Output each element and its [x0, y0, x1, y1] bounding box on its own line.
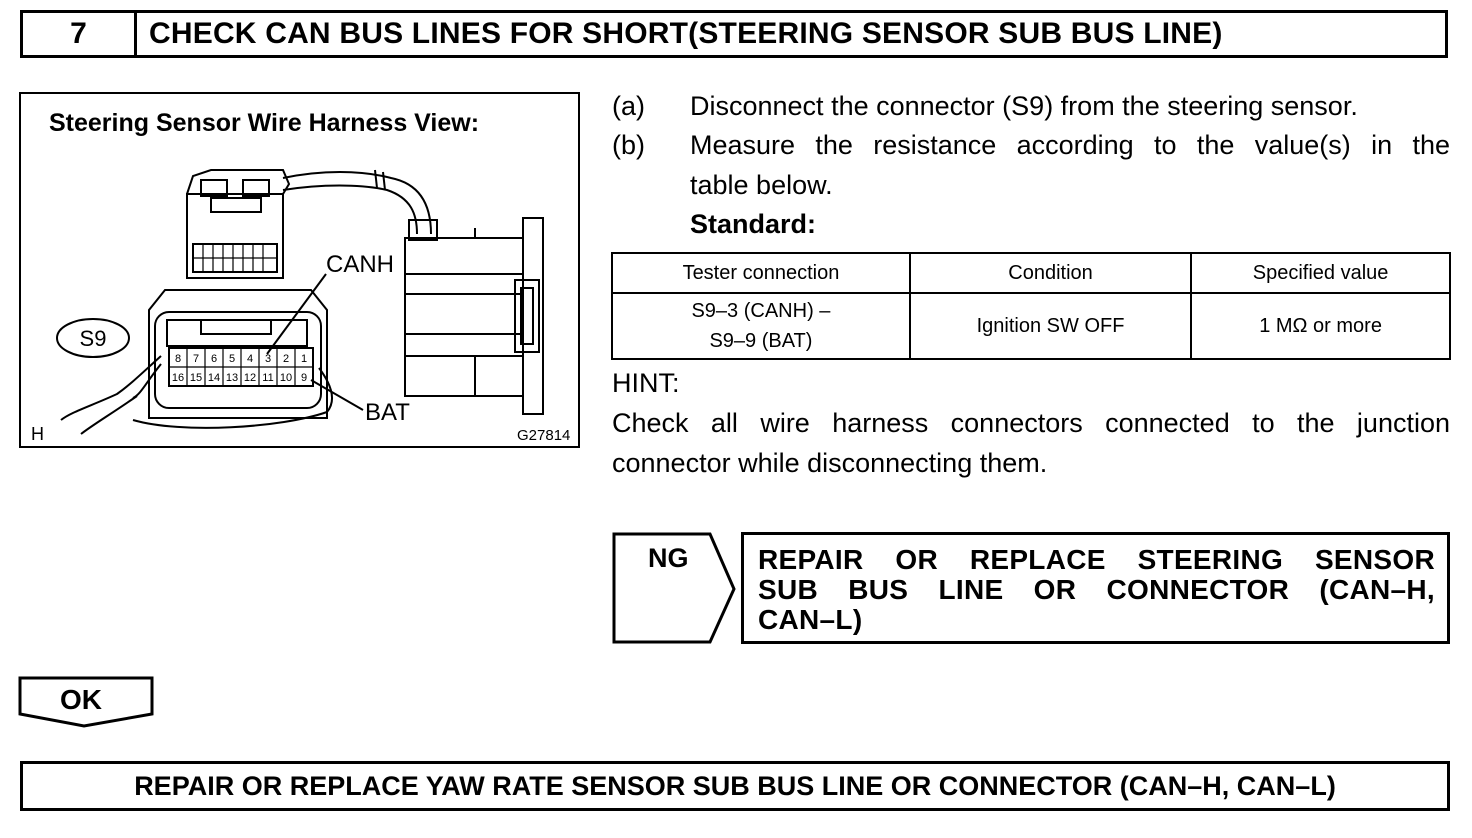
connector-diagram: 8 7 6 5 4 3 2 1 16 15 14 13 12 11 10 9 S…	[31, 169, 570, 444]
pin-bottom-5: 11	[262, 372, 273, 384]
pin-bottom-4: 12	[244, 372, 256, 384]
step-title: CHECK CAN BUS LINES FOR SHORT(STEERING S…	[149, 17, 1223, 50]
instruction-a-label: (a)	[612, 91, 645, 121]
pin-top-0: 8	[175, 353, 181, 365]
step-number: 7	[23, 13, 137, 55]
harness-connector-body	[186, 193, 284, 279]
pin-top-1: 7	[193, 353, 199, 365]
instruction-b-line1: Measure the resistance according to the …	[690, 130, 1450, 160]
instruction-b-line2: table below.	[690, 170, 833, 200]
pin-bottom-2: 14	[208, 372, 220, 384]
hint-line1: Check all wire harness connectors connec…	[612, 408, 1450, 438]
ng-action-box: REPAIR OR REPLACE STEERING SENSOR SUB BU…	[741, 532, 1450, 644]
step-header: 7 CHECK CAN BUS LINES FOR SHORT(STEERING…	[20, 10, 1448, 58]
pin-top-4: 4	[247, 353, 253, 365]
pin-bottom-0: 16	[172, 372, 184, 384]
pin-bottom-6: 10	[280, 372, 292, 384]
canh-leader	[266, 273, 327, 355]
pin-top-3: 5	[229, 353, 235, 365]
wire-harness-figure: 8 7 6 5 4 3 2 1 16 15 14 13 12 11 10 9 S…	[19, 92, 580, 448]
ng-line2: SUB BUS LINE OR CONNECTOR (CAN–H,	[758, 574, 1435, 605]
ok-arrow-shape	[18, 676, 154, 728]
spec-table: Tester connection Condition Specified va…	[611, 252, 1451, 360]
bat-label: BAT	[365, 399, 410, 426]
table-row: S9–3 (CANH) – S9–9 (BAT) Ignition SW OFF…	[611, 292, 1451, 360]
pin-bottom-3: 13	[226, 372, 238, 384]
corner-label: H	[31, 424, 44, 444]
cell-value: 1 MΩ or more	[1190, 292, 1451, 360]
ng-line3: CAN–L)	[758, 604, 863, 635]
ng-arrow-shape	[612, 532, 736, 644]
final-action-box: REPAIR OR REPLACE YAW RATE SENSOR SUB BU…	[20, 761, 1450, 811]
connection-line2: S9–9 (BAT)	[709, 330, 813, 352]
ng-label: NG	[648, 543, 689, 573]
s9-connector-shell	[148, 289, 328, 419]
s9-label: S9	[80, 326, 107, 351]
steering-sensor-body	[404, 237, 524, 397]
harness-connector-lock	[186, 169, 291, 195]
cell-condition: Ignition SW OFF	[908, 292, 1193, 360]
hint-label: HINT:	[612, 368, 680, 398]
figure-title: Steering Sensor Wire Harness View:	[49, 109, 480, 137]
pin-top-6: 2	[283, 353, 289, 365]
cell-connection: S9–3 (CANH) – S9–9 (BAT)	[611, 292, 911, 360]
standard-label: Standard:	[690, 209, 817, 239]
pin-top-2: 6	[211, 353, 217, 365]
bat-leader	[310, 379, 364, 411]
header-specified-value: Specified value	[1190, 252, 1451, 294]
s9-oval	[56, 318, 130, 358]
pin-top-5: 3	[265, 353, 271, 365]
pin-bottom-1: 15	[190, 372, 202, 384]
header-tester-connection: Tester connection	[611, 252, 911, 294]
ok-label: OK	[60, 684, 102, 715]
pin-bottom-7: 9	[301, 372, 307, 384]
header-condition: Condition	[908, 252, 1193, 294]
ng-line1: REPAIR OR REPLACE STEERING SENSOR	[758, 544, 1435, 575]
canh-label: CANH	[326, 251, 394, 278]
figure-id: G27814	[517, 427, 570, 444]
instruction-b-label: (b)	[612, 130, 645, 160]
pin-top-7: 1	[301, 353, 307, 365]
connection-line1: S9–3 (CANH) –	[691, 300, 831, 322]
hint-line2: connector while disconnecting them.	[612, 448, 1048, 478]
instruction-a-text: Disconnect the connector (S9) from the s…	[690, 91, 1358, 121]
